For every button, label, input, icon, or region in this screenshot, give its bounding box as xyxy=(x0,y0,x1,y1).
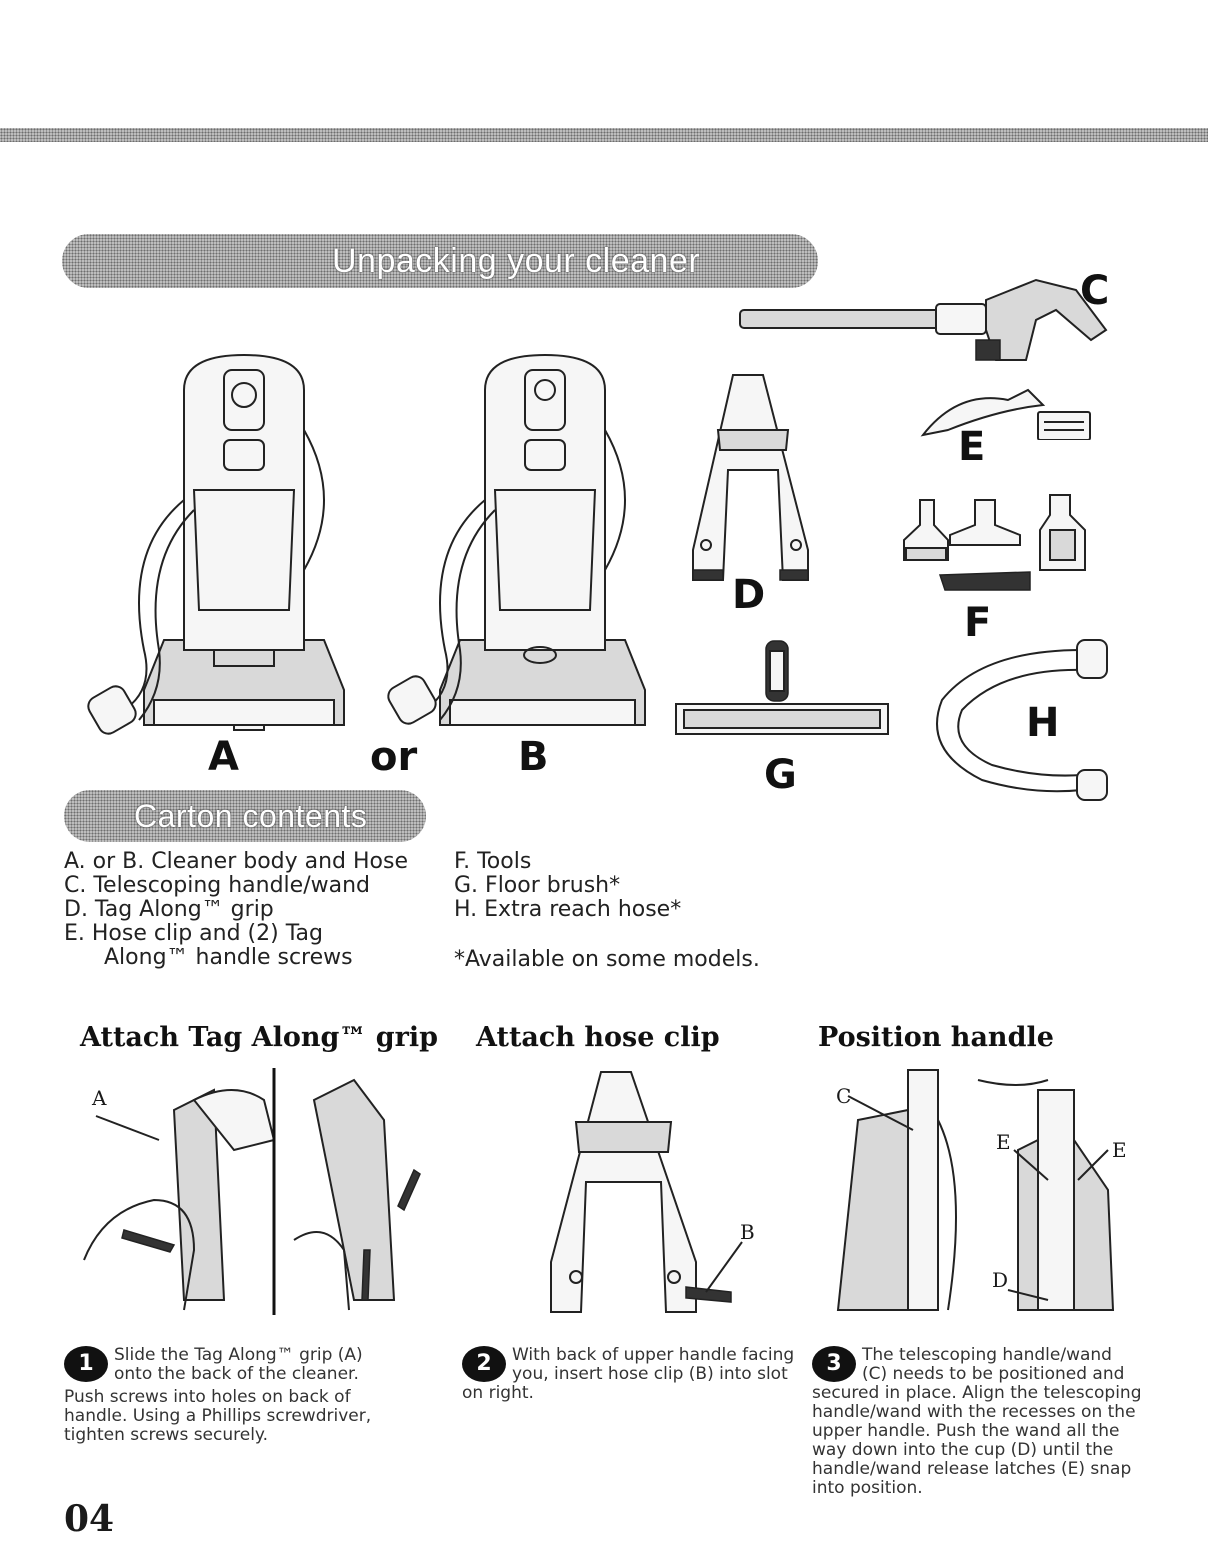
label-e: E xyxy=(958,424,986,470)
list-item: D. Tag Along™ grip xyxy=(64,897,274,922)
section-title-position-handle: Position handle xyxy=(818,1022,1054,1053)
tag-along-grip-illustration xyxy=(688,370,818,585)
step-2-lead: With back of upper handle facing you, in… xyxy=(462,1345,795,1403)
position-handle-illustration xyxy=(818,1060,1138,1320)
step-1-lead: Slide the Tag Along™ grip (A) onto the b… xyxy=(114,1345,363,1384)
list-item: E. Hose clip and (2) Tag xyxy=(64,921,323,946)
callout-b: B xyxy=(740,1220,755,1244)
vacuum-a-illustration xyxy=(84,350,364,750)
top-divider-band xyxy=(0,128,1208,142)
callout-e-right: E xyxy=(1112,1138,1127,1162)
tools-illustration xyxy=(900,490,1100,600)
page-number: 04 xyxy=(64,1498,115,1540)
section-title-attach-hose-clip: Attach hose clip xyxy=(476,1022,720,1053)
callout-c: C xyxy=(836,1084,852,1108)
step-2-badge: 2 xyxy=(462,1346,506,1382)
label-c: C xyxy=(1080,268,1110,314)
step-1-badge: 1 xyxy=(64,1346,108,1382)
label-h: H xyxy=(1026,700,1060,746)
attach-grip-illustration xyxy=(64,1060,424,1320)
vacuum-b-illustration xyxy=(380,350,670,750)
unpacking-title: Unpacking your cleaner xyxy=(332,241,701,280)
unpacking-header: Unpacking your cleaner xyxy=(62,234,818,288)
step-3-lead: The telescoping handle/wand (C) needs to… xyxy=(812,1345,1142,1498)
label-f: F xyxy=(964,600,992,646)
step-3-text: 3 The telescoping handle/wand (C) needs … xyxy=(812,1346,1142,1498)
list-item: Along™ handle screws xyxy=(104,945,353,970)
carton-list-left: A. or B. Cleaner body and Hose C. Telesc… xyxy=(64,850,408,970)
extra-reach-hose-illustration xyxy=(922,630,1122,810)
step-2-text: 2 With back of upper handle facing you, … xyxy=(462,1346,800,1403)
callout-a: A xyxy=(92,1086,107,1110)
label-b: B xyxy=(518,734,549,780)
carton-contents-title: Carton contents xyxy=(134,797,368,834)
list-item: G. Floor brush* xyxy=(454,873,621,898)
step-1-body: Push screws into holes on back of handle… xyxy=(64,1387,372,1445)
label-a: A xyxy=(208,734,239,780)
carton-contents-header: Carton contents xyxy=(64,790,426,842)
telescoping-wand-illustration xyxy=(736,270,1116,370)
step-3-badge: 3 xyxy=(812,1346,856,1382)
floor-brush-illustration xyxy=(672,636,892,756)
list-item: H. Extra reach hose* xyxy=(454,897,682,922)
list-item: C. Telescoping handle/wand xyxy=(64,873,371,898)
callout-e-left: E xyxy=(996,1130,1011,1154)
section-title-attach-grip: Attach Tag Along™ grip xyxy=(80,1022,439,1053)
carton-list-right: F. Tools G. Floor brush* H. Extra reach … xyxy=(454,850,760,972)
label-or: or xyxy=(370,734,418,780)
list-item: F. Tools xyxy=(454,849,532,874)
attach-hose-clip-illustration xyxy=(546,1062,766,1322)
hose-clip-illustration xyxy=(918,380,1098,440)
callout-d: D xyxy=(992,1268,1009,1292)
label-d: D xyxy=(732,572,766,618)
list-item: A. or B. Cleaner body and Hose xyxy=(64,849,409,874)
step-1-text: 1 Slide the Tag Along™ grip (A) onto the… xyxy=(64,1346,394,1445)
availability-note: *Available on some models. xyxy=(454,947,760,972)
label-g: G xyxy=(764,752,797,798)
